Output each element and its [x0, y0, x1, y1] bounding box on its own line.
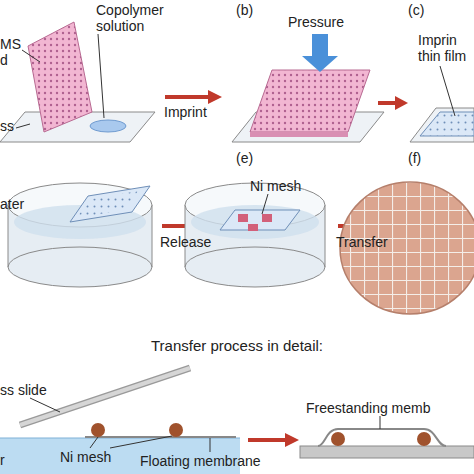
- part-name: Ni mesh: [250, 178, 301, 194]
- panel-letter: (f): [408, 150, 421, 166]
- part-name: ater: [0, 196, 24, 212]
- step-label: Imprint: [164, 104, 207, 120]
- callout-text: Copolymer solution: [96, 2, 176, 34]
- part-name: Imprin thin film: [418, 32, 474, 64]
- part-name: r: [0, 452, 5, 468]
- part-name: Ni mesh: [60, 449, 111, 465]
- part-name: MS d: [0, 36, 24, 68]
- step-label: Transfer: [336, 234, 388, 250]
- panel-letter: (b): [236, 2, 253, 18]
- part-name: Freestanding memb: [306, 400, 431, 416]
- panel-letter: (c): [408, 2, 424, 18]
- part-name: ss slide: [0, 382, 47, 398]
- part-name: Floating membrane: [140, 453, 261, 469]
- part-name: ss: [0, 118, 14, 134]
- section-heading: Transfer process in detail:: [0, 338, 474, 354]
- panel-letter: (e): [236, 150, 253, 166]
- step-label: Release: [160, 234, 211, 250]
- force-label: Pressure: [288, 14, 344, 30]
